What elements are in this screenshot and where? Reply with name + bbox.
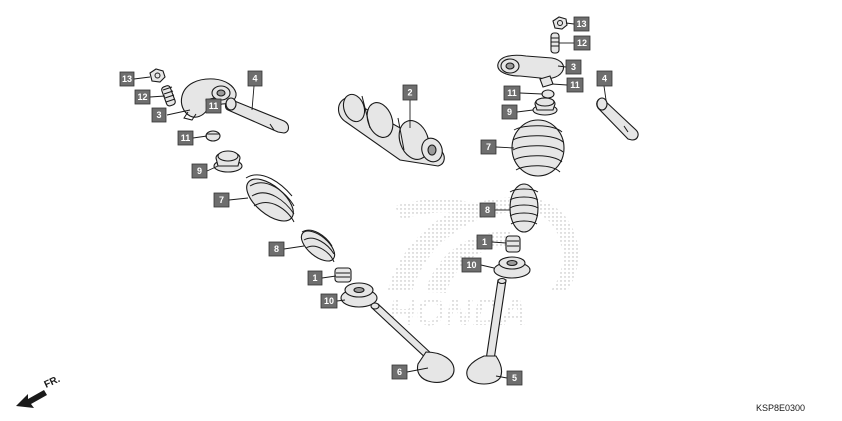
svg-text:12: 12 [137, 92, 147, 102]
leader-lines [133, 22, 607, 379]
svg-text:7: 7 [219, 195, 224, 205]
adjusting-screw-right [550, 32, 560, 54]
valve-stem-seal-right [505, 235, 521, 253]
diagram-code: KSP8E0300 [756, 403, 805, 413]
callout-1-left: 1 [307, 270, 323, 286]
callout-11-left-b: 11 [177, 130, 194, 146]
callout-11-right-b: 11 [566, 77, 584, 93]
rocker-shaft-left [224, 97, 290, 134]
callout-7-left: 7 [213, 192, 230, 208]
spring-seat-right [493, 256, 531, 279]
svg-text:1: 1 [312, 273, 317, 283]
callout-10-right: 10 [461, 257, 482, 273]
callout-8-left: 8 [268, 241, 285, 257]
rocker-arm-left [180, 78, 237, 121]
svg-text:9: 9 [507, 107, 512, 117]
front-direction-label: FR. [43, 374, 62, 391]
intake-valve [466, 277, 507, 385]
spring-seat-left [340, 282, 378, 308]
callout-3-left: 3 [151, 107, 167, 123]
rocker-shaft-right [596, 97, 639, 141]
lock-nut-right [552, 16, 568, 30]
spring-retainer-right [532, 97, 558, 116]
honda-watermark-text: HONDA [388, 292, 527, 334]
callout-11-right-a: 11 [503, 85, 521, 101]
svg-text:11: 11 [507, 88, 517, 98]
callout-3-right: 3 [565, 59, 582, 75]
svg-text:11: 11 [181, 133, 191, 143]
svg-text:8: 8 [485, 205, 490, 215]
svg-text:8: 8 [274, 244, 279, 254]
rocker-pad-left-b [205, 130, 221, 142]
spring-retainer-left [213, 150, 243, 173]
svg-text:2: 2 [407, 88, 412, 98]
rocker-arm-right [497, 54, 565, 80]
svg-text:1: 1 [482, 237, 487, 247]
svg-text:10: 10 [324, 296, 334, 306]
callout-1-right: 1 [476, 234, 493, 250]
callout-7-right: 7 [480, 139, 497, 155]
valve-stem-seal-left [334, 267, 352, 283]
svg-text:10: 10 [466, 260, 476, 270]
svg-text:4: 4 [602, 74, 607, 84]
callout-4-right: 4 [596, 70, 613, 87]
svg-text:11: 11 [570, 80, 580, 90]
front-direction-arrow: FR. [16, 374, 62, 408]
svg-text:12: 12 [577, 38, 587, 48]
callout-10-left: 10 [320, 293, 338, 309]
svg-text:5: 5 [512, 373, 517, 383]
valve-spring-inner-right [509, 183, 539, 233]
rocker-pad-right-b [541, 89, 555, 99]
callout-13-left: 13 [119, 71, 135, 87]
callout-4-left: 4 [247, 70, 263, 87]
callout-12-left: 12 [134, 89, 151, 105]
svg-text:4: 4 [252, 74, 257, 84]
svg-text:13: 13 [122, 74, 132, 84]
callout-2: 2 [402, 84, 418, 101]
valve-spring-outer-right [511, 119, 565, 177]
callout-5: 5 [506, 370, 523, 386]
arrow-icon [16, 390, 47, 408]
callout-8-right: 8 [479, 202, 496, 218]
svg-text:6: 6 [397, 367, 402, 377]
callout-11-left-a: 11 [205, 98, 222, 114]
svg-text:7: 7 [486, 142, 491, 152]
svg-text:13: 13 [576, 19, 586, 29]
svg-text:3: 3 [156, 110, 161, 120]
exhaust-valve [370, 302, 455, 383]
callout-12-right: 12 [573, 35, 591, 51]
callout-13-right: 13 [573, 16, 590, 32]
callout-6: 6 [391, 364, 408, 380]
svg-text:3: 3 [571, 62, 576, 72]
valve-spring-inner-left [300, 229, 336, 263]
valve-spring-outer-left [245, 174, 295, 223]
svg-text:9: 9 [197, 166, 202, 176]
callout-9-left: 9 [191, 163, 208, 179]
svg-text:11: 11 [209, 101, 219, 111]
camshaft [337, 93, 445, 167]
honda-wing-watermark: HONDA [388, 197, 579, 334]
callout-9-right: 9 [501, 104, 518, 120]
adjusting-screw-left [161, 85, 176, 107]
lock-nut-left [149, 68, 166, 83]
